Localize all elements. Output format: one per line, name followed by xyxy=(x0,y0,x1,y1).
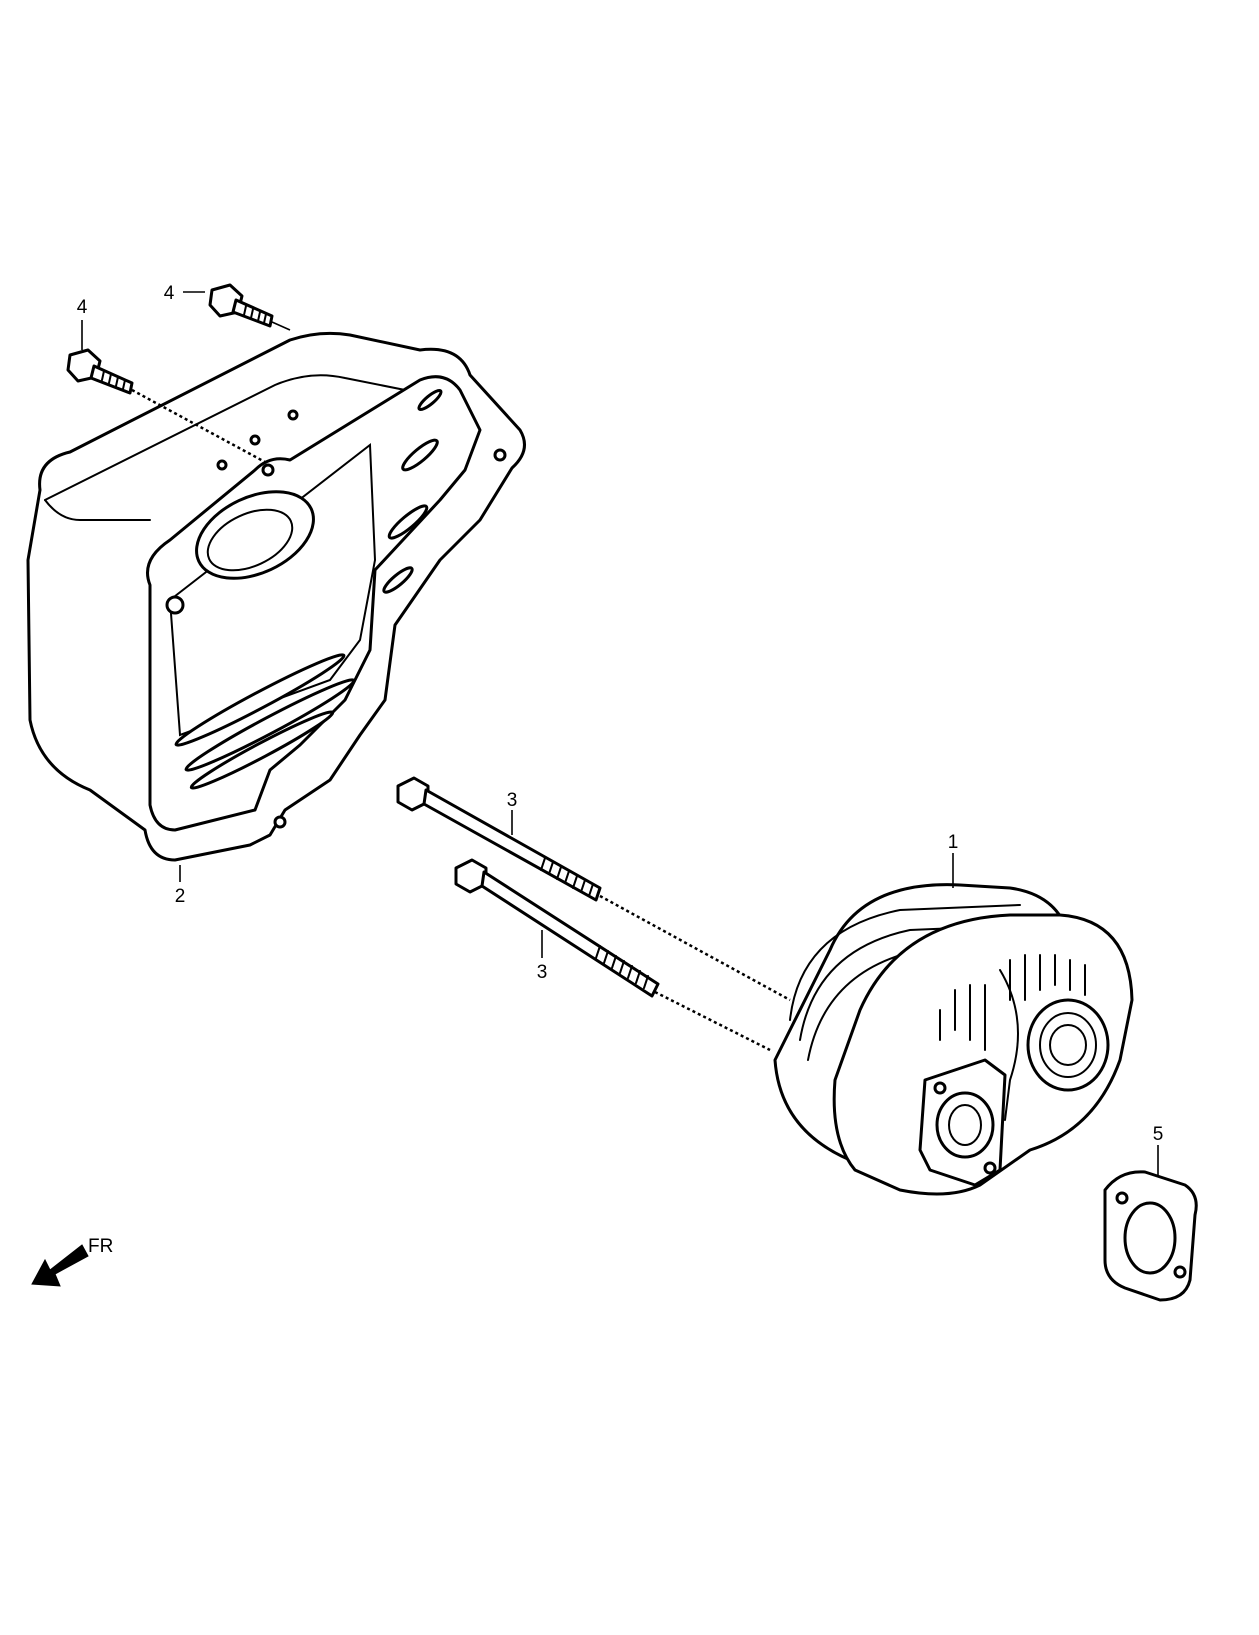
callout-part-5: 5 xyxy=(1153,1124,1164,1145)
flange-bolt-icon xyxy=(66,348,266,464)
long-bolt-icon xyxy=(396,776,791,1002)
callout-part-1: 1 xyxy=(948,832,959,853)
callout-part-4b: 4 xyxy=(164,283,175,304)
callout-part-2: 2 xyxy=(175,886,186,907)
callout-part-4a: 4 xyxy=(77,297,88,318)
gasket-icon xyxy=(1103,1170,1198,1302)
front-arrow-icon xyxy=(31,1244,89,1287)
flange-bolt-icon xyxy=(208,283,291,331)
callout-part-3b: 3 xyxy=(537,962,548,983)
muffler-protector-icon xyxy=(26,331,526,862)
front-direction-label: FR xyxy=(88,1236,113,1257)
callout-part-3a: 3 xyxy=(507,790,518,811)
long-bolt-icon xyxy=(454,858,771,1052)
muffler-icon xyxy=(773,883,1134,1196)
